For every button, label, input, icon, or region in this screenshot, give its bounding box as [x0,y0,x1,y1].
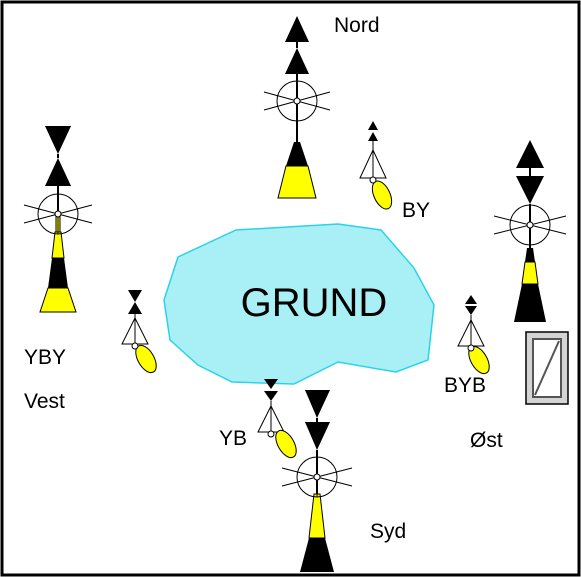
north-spar-yellow [277,165,317,199]
label-north-buoy-code: BY [402,199,430,222]
south-spar-mark: Syd [281,390,406,572]
radar-reflector-icon [281,456,353,498]
north-small-buoy: BY [359,121,430,222]
east-spar-black-lower [514,284,546,322]
shoal-label: GRUND [241,281,388,325]
radar-reflector-icon [263,80,331,122]
west-small-buoy: YBY Vest [24,290,157,413]
east-spar-mark [493,140,569,405]
radar-reflector-icon [23,193,93,235]
label-east: Øst [470,429,503,452]
north-spar-black [286,142,308,166]
south-small-buoy: YB [219,379,297,459]
topmark-cones-up [285,16,309,74]
topmark-cones-down [305,390,330,450]
label-west-buoy-code: YBY [24,346,66,369]
east-spar-yellow [521,261,539,285]
east-spar-black-upper [525,248,535,262]
south-spar-black [300,538,334,572]
label-south-buoy-code: YB [219,427,247,450]
label-east-buoy-code: BYB [444,374,486,397]
east-small-buoy: BYB Øst [444,295,503,452]
topmark-cones-point-to-point [45,126,71,186]
topmark-cones-base-to-base [516,140,544,204]
sign-board [525,331,569,405]
shoal-area [163,223,435,385]
label-west: Vest [24,390,65,413]
west-spar-yellow-lower [39,287,77,313]
label-south: Syd [370,520,406,543]
label-north: Nord [334,14,380,37]
north-spar-mark: Nord [263,14,380,199]
west-spar-mark [23,126,93,313]
radar-reflector-icon [493,204,567,246]
west-spar-black [48,258,68,288]
